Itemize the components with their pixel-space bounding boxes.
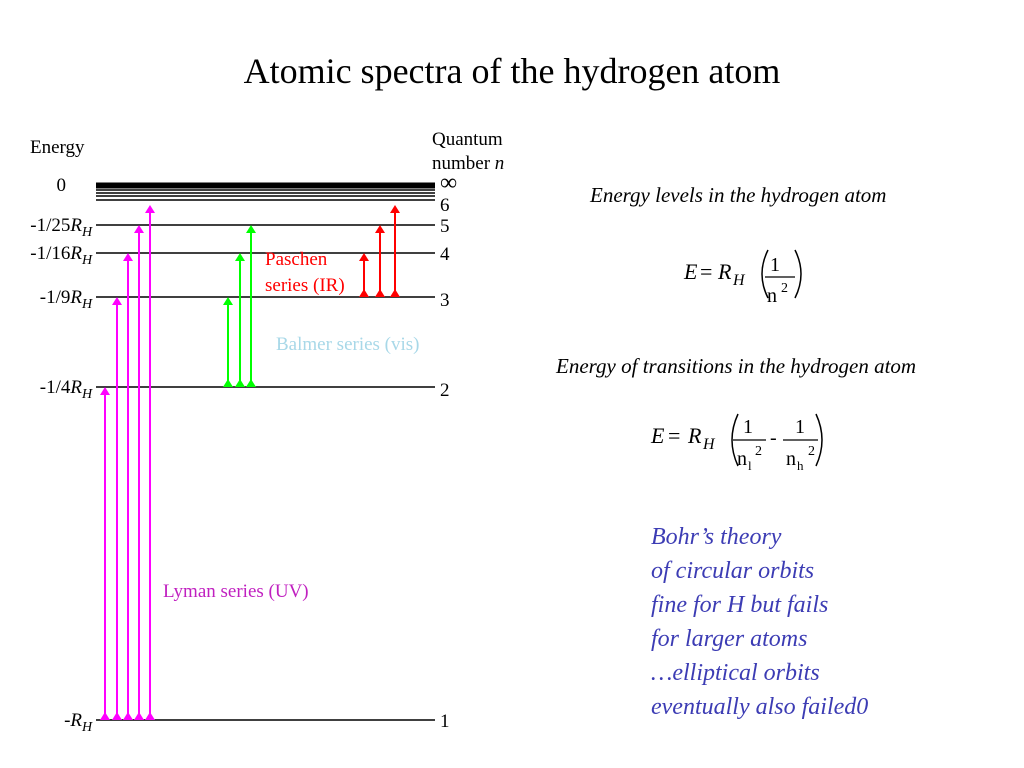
svg-text:1: 1 (770, 254, 780, 276)
transitions-heading: Energy of transitions in the hydrogen at… (555, 354, 916, 378)
quantum-number-label-line1: Quantum (432, 129, 503, 150)
energy-value-label: -1/9R (40, 287, 83, 308)
svg-text:2: 2 (808, 444, 815, 459)
paschen-series-label-line1: Paschen (265, 249, 328, 270)
energy-levels-heading: Energy levels in the hydrogen atom (589, 183, 886, 207)
paschen-series-label-line2: series (IR) (265, 275, 345, 296)
lyman-series-label: Lyman series (UV) (163, 581, 309, 602)
quantum-number-label: 5 (440, 216, 450, 237)
svg-text:=: = (700, 259, 712, 284)
transition-energy-equation: E = R H 1 n l 2 - 1 n h 2 (650, 413, 823, 473)
quantum-number-label: 4 (440, 244, 450, 265)
svg-text:H: H (732, 272, 746, 289)
svg-text:l: l (748, 458, 752, 473)
quantum-number-label: 6 (440, 195, 450, 216)
bohr-theory-note: Bohr’s theory of circular orbits fine fo… (651, 520, 868, 724)
bohr-line: …elliptical orbits (651, 660, 820, 686)
bohr-line: for larger atoms (651, 626, 808, 652)
svg-text:h: h (797, 458, 804, 473)
energy-value-subscript: H (81, 297, 93, 312)
energy-level-equation: E = R H 1 n 2 (683, 249, 802, 307)
energy-value-label: -1/25R (30, 215, 82, 236)
energy-value-subscript: H (81, 253, 93, 268)
quantum-number-label: 1 (440, 711, 450, 732)
svg-text:1: 1 (743, 416, 753, 438)
svg-text:E: E (683, 259, 698, 284)
energy-value-subscript: H (81, 387, 93, 402)
balmer-series-label: Balmer series (vis) (276, 334, 420, 355)
svg-text:n: n (786, 448, 796, 470)
energy-value-subscript: H (81, 225, 93, 240)
quantum-number-label-line2: number n (432, 153, 504, 174)
bohr-line: of circular orbits (651, 558, 815, 584)
energy-axis-label: Energy (30, 137, 85, 158)
svg-text:2: 2 (755, 444, 762, 459)
energy-value-label: -1/16R (30, 243, 82, 264)
svg-text:n: n (767, 285, 777, 307)
svg-text:R: R (717, 259, 732, 284)
svg-text:=: = (668, 423, 680, 448)
quantum-number-label: 2 (440, 380, 450, 401)
energy-value-label: 0 (57, 175, 67, 196)
page-title: Atomic spectra of the hydrogen atom (243, 51, 781, 91)
bohr-line: eventually also failed0 (651, 694, 869, 720)
svg-text:1: 1 (795, 416, 805, 438)
svg-text:R: R (687, 423, 702, 448)
svg-text:n: n (737, 448, 747, 470)
quantum-number-label: ∞ (440, 170, 457, 196)
svg-text:H: H (702, 436, 716, 453)
energy-value-label: -1/4R (40, 377, 83, 398)
bohr-line: fine for H but fails (651, 592, 829, 618)
svg-text:-: - (770, 427, 777, 449)
bohr-line: Bohr’s theory (651, 524, 782, 550)
transition-arrows (100, 205, 400, 720)
quantum-number-label: 3 (440, 290, 450, 311)
svg-text:E: E (650, 423, 665, 448)
energy-value-subscript: H (81, 720, 93, 735)
energy-value-label: -R (64, 710, 82, 731)
svg-text:2: 2 (781, 281, 788, 296)
